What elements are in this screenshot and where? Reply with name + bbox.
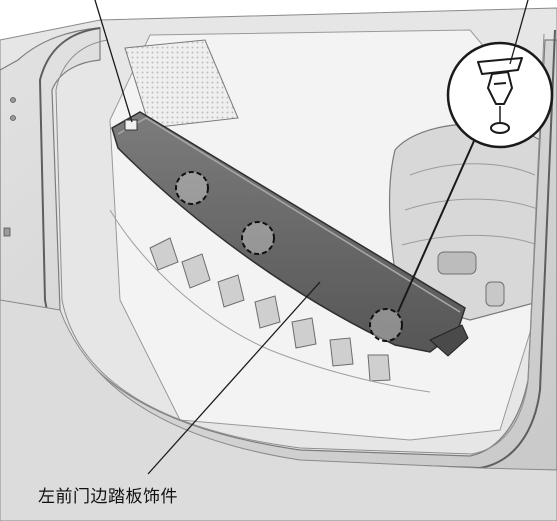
magnifier-connector: [397, 140, 475, 313]
door-opening-edge-inner: [55, 33, 545, 455]
seat-cushion-lines: [401, 163, 541, 247]
sill-lower: [0, 299, 557, 521]
seat-base: [388, 123, 546, 321]
trim-panel-end-tab: [429, 324, 469, 357]
floor-mesh-panel: [124, 39, 239, 129]
trim-part-label: 左前门边踏板饰件: [38, 487, 178, 507]
leader-line-top-right: [509, 0, 529, 65]
body-hardware-marks: [3, 97, 16, 237]
push-clip-icon: [477, 57, 523, 105]
seat-adjust-switch: [437, 251, 477, 275]
leader-line-top-left: [94, 0, 133, 123]
trim-panel-tag: [124, 119, 138, 131]
clip-location-3: [369, 308, 403, 342]
sill-ribs: [149, 237, 391, 382]
clip-location-1: [175, 171, 209, 205]
clip-hole-icon: [490, 122, 510, 134]
seat-adjust-knob: [485, 281, 505, 307]
leader-line-trim: [147, 281, 321, 475]
floor-contour: [109, 209, 431, 393]
clip-detail-magnifier: [446, 41, 554, 149]
clip-location-2: [241, 221, 275, 255]
